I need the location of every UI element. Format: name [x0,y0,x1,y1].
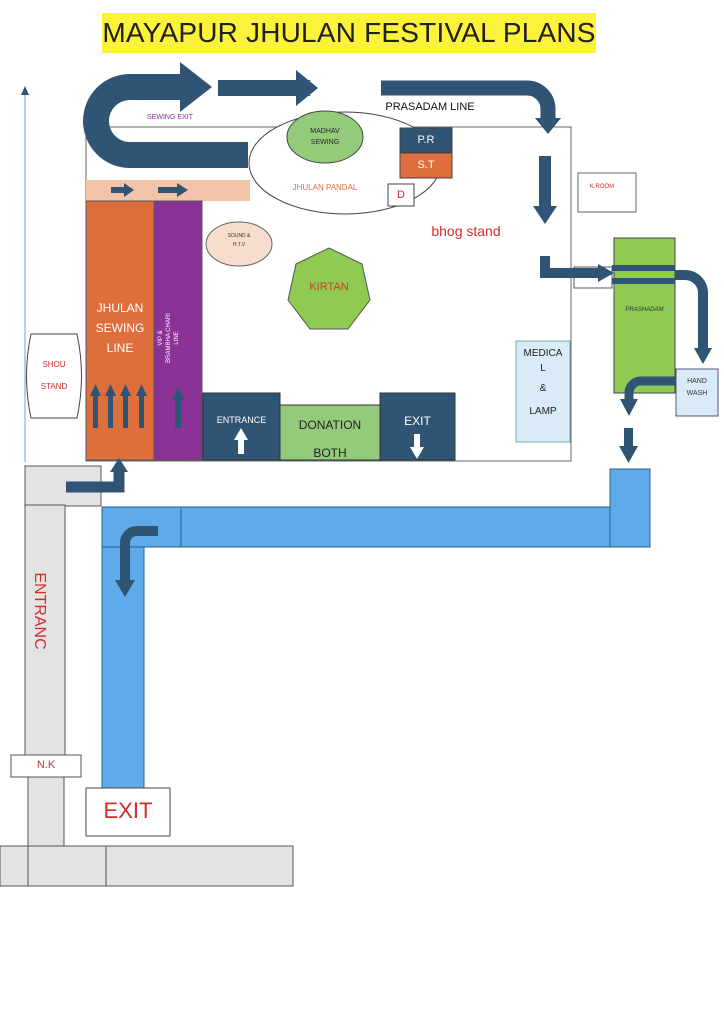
k-room [577,172,637,213]
nk-label: N.K [36,759,56,771]
st-label: S.T [417,159,435,171]
shou-stand [26,333,82,419]
prasadam-line-label: PRASADAM LINE [385,101,475,113]
hand-wash-arrow-icon [694,348,712,364]
blue-path-arrow-icon [619,446,638,463]
donation-booth [279,404,381,461]
top-arrow-shaft [218,80,310,96]
entrance-turn-arrow-icon [110,458,128,472]
kirtan-area [287,247,371,330]
prasadam-line-curve [381,80,556,120]
medical-lamp [515,340,571,443]
left-boundary-arrow-icon [21,86,29,95]
k-room-label: K.ROOM [589,184,615,190]
sewing-exit-label: SEWING EXIT [147,114,193,121]
pr-box [399,127,453,153]
right-down-arrow-shaft [539,156,551,208]
exit-curve-arrow [624,376,676,401]
vip-line-arrow [172,387,184,428]
entrance-path-foot [27,845,107,887]
entrance-up-arrow-icon [234,428,248,454]
exit-box-label: EXIT [404,414,431,428]
entrance-path-label: ENTRANC [31,572,48,650]
exit-path-horizontal [180,506,651,548]
d-label: D [397,189,405,201]
prashadam-label: PRASHADAM [625,307,664,313]
blue-exit-turn-arrow [120,526,158,582]
prashadam-area [613,237,676,394]
blue-exit-turn-arrow-icon [115,580,135,597]
prashadam-entry-arrow [540,256,600,278]
sewing-line-arrows [90,384,147,428]
prashadam-entry-arrow-icon [598,264,614,282]
sound-htv [205,221,273,267]
top-arrow-head-icon [296,70,318,106]
hand-wash [675,368,719,417]
blue-path-arrow-shaft [624,428,633,448]
hand-wash-arrow [675,270,708,350]
exit-down-arrow-icon [410,434,424,459]
entrance-turn-arrow [66,470,125,493]
d-box [387,183,415,207]
kirtan-label: KIRTAN [309,281,349,293]
nk-box [10,754,82,778]
madhav-sewing [286,110,364,164]
top-strip-arrows [111,183,188,197]
jhulan-pandal-label: JHULAN PANDAL [292,183,358,192]
exit-path-right [609,468,651,548]
pr-label: P.R [417,134,435,146]
exit-curve-arrow-icon [620,399,638,416]
entrance-path-vertical [24,504,66,756]
page-title: MAYAPUR JHULAN FESTIVAL PLANS [102,13,596,53]
right-down-arrow-icon [533,206,557,224]
bhog-stand-label: bhog stand [431,223,501,239]
sound-htv-label: SOUND &H.T.V [227,233,251,248]
exit-main-label: EXIT [103,798,153,823]
sewing-exit-u-turn [83,74,248,168]
exit-main-box [85,787,171,837]
prasadam-line-arrow-icon [535,118,561,134]
u-turn-arrowhead-icon [180,62,212,112]
entrance-box-label: ENTRANCE [216,415,267,425]
st-box [399,152,453,179]
